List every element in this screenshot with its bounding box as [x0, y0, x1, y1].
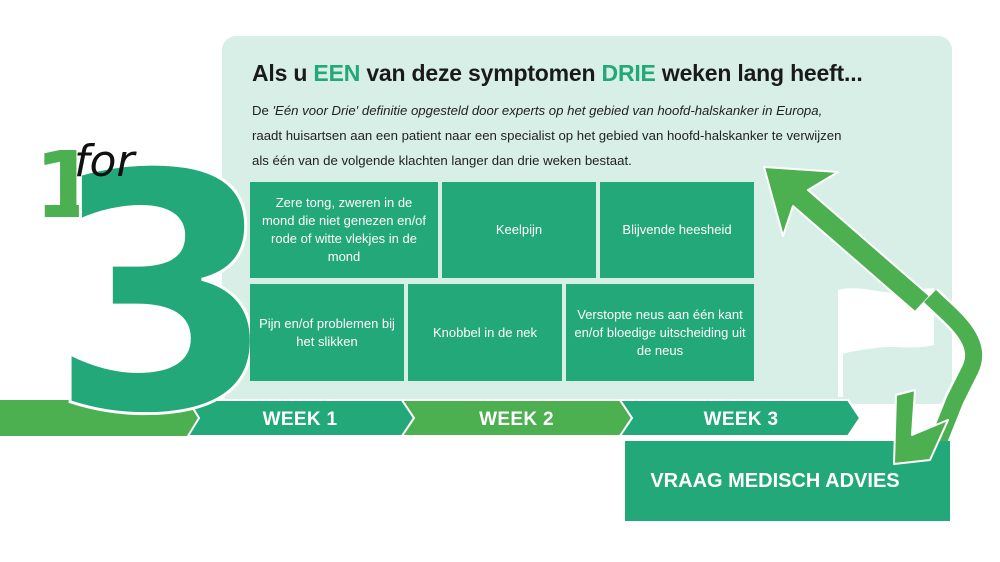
description-italic: 'Eén voor Drie' definitie opgesteld door…	[272, 103, 823, 118]
description-line2: raadt huisartsen aan een patient naar ee…	[252, 128, 842, 143]
headline-part2: van deze symptomen	[360, 60, 602, 86]
timeline-start-segment	[0, 400, 199, 436]
symptom-label: Blijvende heesheid	[622, 222, 732, 237]
headline-part1: Als u	[252, 60, 314, 86]
week-3-chevron	[618, 399, 862, 437]
symptom-box: Knobbel in de nek	[408, 284, 562, 381]
logo-one: 1	[34, 132, 99, 239]
symptom-label: Knobbel in de nek	[432, 324, 538, 340]
symptom-label: Pijn en/of problemen bij het slikken	[259, 315, 395, 349]
week-1-label: WEEK 1	[262, 409, 338, 430]
logo-three: 3	[47, 103, 280, 487]
flag-icon	[838, 288, 934, 397]
headline-highlight-een: EEN	[313, 60, 361, 86]
headline-part3: weken lang heeft...	[655, 60, 863, 86]
symptom-box: Verstopte neus aan één kant en/of bloedi…	[566, 284, 754, 381]
symptom-box: Blijvende heesheid	[600, 182, 754, 278]
symptom-box: Zere tong, zweren in de mond die niet ge…	[250, 182, 438, 278]
symptom-label: Verstopte neus aan één kant en/of bloedi…	[574, 306, 746, 358]
symptom-box: Keelpijn	[442, 182, 596, 278]
description-line3: als één van de volgende klachten langer …	[252, 153, 632, 168]
description: De 'Eén voor Drie' definitie opgesteld d…	[252, 98, 932, 173]
week-3-label: WEEK 3	[703, 409, 779, 430]
headline: Als u EEN van deze symptomen DRIE weken …	[252, 60, 972, 87]
symptom-label: Zere tong, zweren in de mond die niet ge…	[261, 195, 427, 264]
symptom-label: Keelpijn	[495, 222, 543, 237]
logo-for: for	[74, 136, 135, 187]
symptom-box: Pijn en/of problemen bij het slikken	[250, 284, 404, 381]
description-prefix: De	[252, 103, 273, 118]
advice-label: VRAAG MEDISCH ADVIES	[650, 469, 900, 492]
week-2-label: WEEK 2	[479, 409, 554, 430]
headline-highlight-drie: DRIE	[601, 60, 656, 86]
